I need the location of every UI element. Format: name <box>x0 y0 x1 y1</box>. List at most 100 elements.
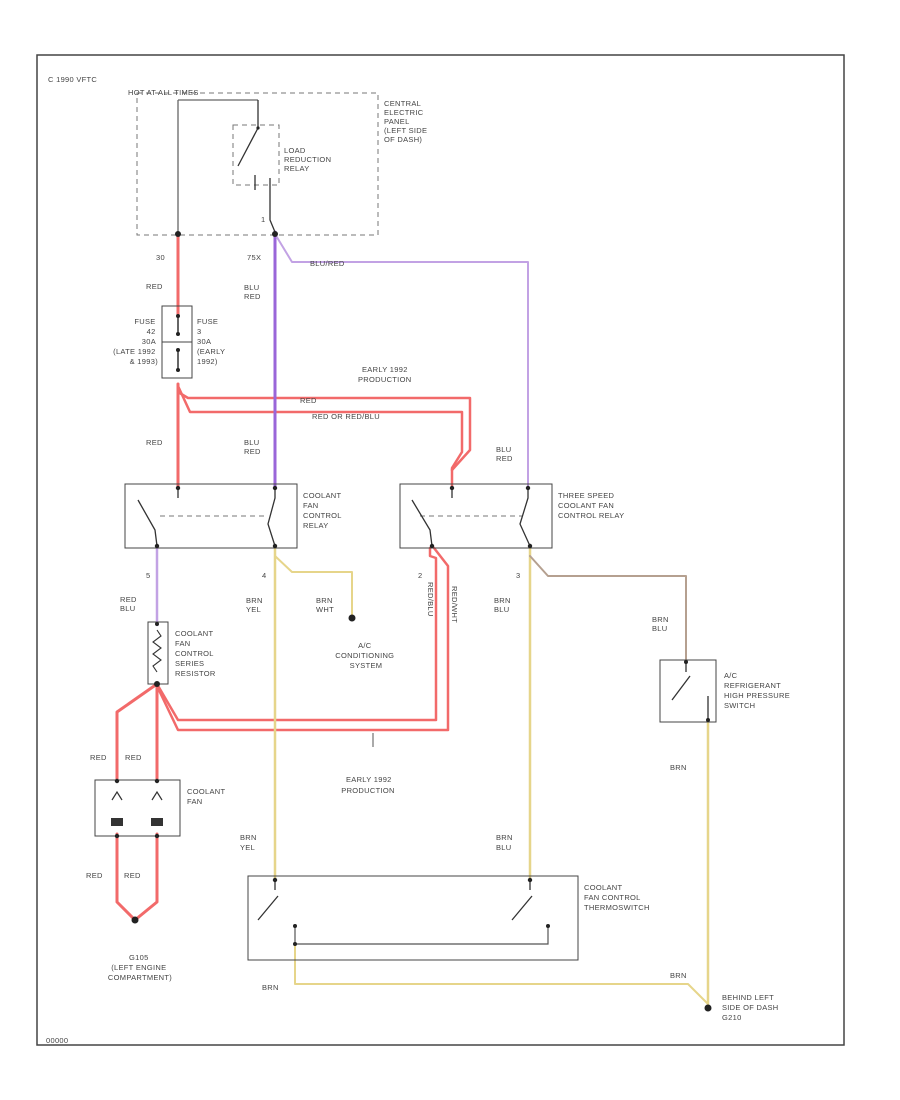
central-panel-label: CENTRAL ELECTRIC PANEL (LEFT SIDE OF DAS… <box>384 99 430 144</box>
ac-system-label: A/C CONDITIONING SYSTEM <box>335 641 396 670</box>
thermoswitch-contact-right <box>511 880 533 921</box>
wire-label-brn-blu-3: BRN BLU <box>496 833 515 852</box>
three-speed-pin-top-left <box>449 485 455 491</box>
thermo-pin-right <box>527 877 533 883</box>
red-wire-ground-right <box>133 832 159 922</box>
red-wire-three-speed-b <box>155 546 450 732</box>
violet-wire-long <box>274 233 529 489</box>
red-wire-early-loop-inner <box>176 384 464 490</box>
wire-label-red-a: RED <box>90 753 107 762</box>
fan-plug-left <box>111 818 123 826</box>
fan-pin-right-bottom <box>154 833 160 839</box>
early-1992-top-label: EARLY 1992 PRODUCTION <box>358 365 411 384</box>
wire-label-brn-blu-2: BRN BLU <box>652 615 671 633</box>
resistor-pin-bottom <box>154 681 160 687</box>
three-speed-relay-box <box>399 483 553 549</box>
terminal-1-label: 1 <box>261 215 265 224</box>
red-wire-fan-left <box>115 682 159 782</box>
red-wire-three-speed-a <box>155 546 438 722</box>
load-relay-switch <box>237 100 276 233</box>
fuse-pin-3 <box>176 348 180 352</box>
thermoswitch-label: COOLANT FAN CONTROL THERMOSWITCH <box>584 883 650 912</box>
three-speed-pin-3 <box>527 543 533 549</box>
wire-label-brn-1: BRN <box>670 763 687 772</box>
wire-label-red-wht-vertical: RED/WHT <box>450 586 459 623</box>
thermo-pin-common-a <box>293 924 297 928</box>
wire-label-brn-yel-2: BRN YEL <box>240 833 259 852</box>
wire-label-red-c: RED <box>86 871 103 880</box>
thermoswitch-contact-left <box>257 880 279 921</box>
node-30 <box>175 231 181 237</box>
thermoswitch-box <box>247 875 579 961</box>
pressure-switch-contact <box>671 662 709 722</box>
load-relay-contact <box>256 126 260 130</box>
load-relay-label: LOAD REDUCTION RELAY <box>284 146 334 173</box>
figure-id-label: 00000 <box>46 1036 68 1045</box>
three-speed-pin-top-right <box>525 485 531 491</box>
series-resistor-label: COOLANT FAN CONTROL SERIES RESISTOR <box>175 629 216 678</box>
early-1992-bottom-label: EARLY 1992 PRODUCTION <box>341 775 394 795</box>
yellow-wire-brn-thermo <box>294 943 709 1005</box>
ground-g105-node <box>131 916 139 924</box>
ground-g105-label: G105 (LEFT ENGINE COMPARTMENT) <box>108 953 172 982</box>
fan-relay-pin-top-left <box>175 485 181 491</box>
thermoswitch-common <box>294 926 549 945</box>
three-speed-relay-label: THREE SPEED COOLANT FAN CONTROL RELAY <box>558 491 624 520</box>
series-resistor-element <box>152 629 162 673</box>
wire-label-red-1: RED <box>146 282 163 291</box>
wire-label-red-d: RED <box>124 871 141 880</box>
fuse-pin-4 <box>176 368 180 372</box>
fan-relay-pin-5 <box>154 543 160 549</box>
corner-label: C 1990 VFTC <box>48 75 97 84</box>
wire-label-red-blu-vertical: RED/BLU <box>426 582 435 617</box>
wire-label-blu-red-3: BLU RED <box>496 445 514 463</box>
coolant-fan-label: COOLANT FAN <box>187 787 228 806</box>
ac-system-node <box>348 614 356 622</box>
wire-label-blu-red-long: BLU/RED <box>310 259 345 268</box>
wires <box>115 230 710 1010</box>
ground-g210-node <box>704 1004 712 1012</box>
fuse-pin-2 <box>176 332 180 336</box>
wire-label-blu-red-1: BLU RED <box>244 283 262 301</box>
fuse-left-label: FUSE 42 30A (LATE 1992 & 1993) <box>113 317 158 366</box>
yellow-wire-brn-wht <box>274 555 353 619</box>
ground-g210-label: BEHIND LEFT SIDE OF DASH G210 <box>722 993 781 1022</box>
fan-pin-left-top <box>114 778 120 784</box>
pressure-switch-pin-bottom <box>706 718 710 722</box>
diagram-frame <box>36 54 845 1046</box>
fuse-right-label: FUSE 3 30A (EARLY 1992) <box>197 317 228 366</box>
fan-terminal-left <box>111 790 123 801</box>
wire-label-red-2: RED <box>300 396 317 405</box>
hot-at-all-times-label: HOT AT ALL TIMES <box>128 88 199 97</box>
thermo-pin-common-b <box>293 942 297 946</box>
pressure-switch-pin-top <box>684 660 688 664</box>
node-75x <box>272 231 278 237</box>
fan-relay-box <box>124 483 298 549</box>
fuse-pin-1 <box>176 314 180 318</box>
red-wire-ground-left <box>115 832 137 922</box>
load-relay-box <box>232 124 280 186</box>
pressure-switch-label: A/C REFRIGERANT HIGH PRESSURE SWITCH <box>724 671 792 710</box>
thermo-pin-left <box>272 877 278 883</box>
wire-label-brn-2: BRN <box>262 983 279 992</box>
wire-label-red-or-red-blu: RED OR RED/BLU <box>312 412 380 421</box>
resistor-pin-top <box>155 622 159 626</box>
fan-pin-left-bottom <box>114 833 120 839</box>
three-speed-switch-left <box>411 488 453 547</box>
fan-relay-switch-left <box>137 488 179 547</box>
fan-relay-pin-top-right <box>272 485 278 491</box>
three-speed-switch-right <box>519 488 531 547</box>
fan-relay-pin-4 <box>272 543 278 549</box>
wire-label-red-blu: RED BLU <box>120 595 139 613</box>
fan-plug-right <box>151 818 163 826</box>
fan-relay-label: COOLANT FAN CONTROL RELAY <box>303 491 344 530</box>
fan-pin-right-top <box>154 778 160 784</box>
pin-4-label: 4 <box>262 571 266 580</box>
wire-label-blu-red-2: BLU RED <box>244 438 262 456</box>
wire-label-red-3: RED <box>146 438 163 447</box>
wire-label-brn-wht: BRN WHT <box>316 596 335 614</box>
pressure-switch-box <box>659 659 717 723</box>
pin-5-label: 5 <box>146 571 150 580</box>
wire-label-brn-3: BRN <box>670 971 687 980</box>
